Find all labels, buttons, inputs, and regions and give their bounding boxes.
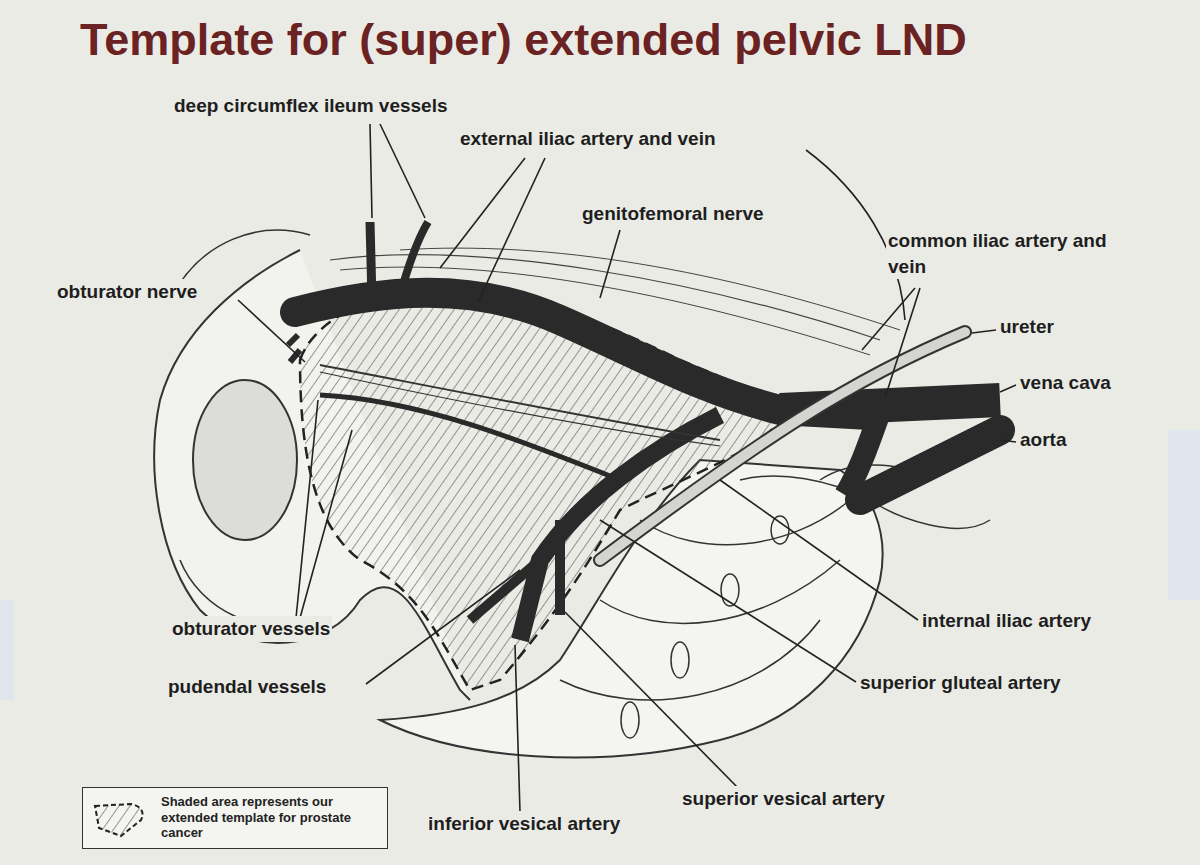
anatomy-label: obturator vessels — [170, 616, 332, 642]
anatomy-label: inferior vesical artery — [426, 811, 622, 837]
slide-title: Template for (super) extended pelvic LND — [80, 14, 967, 66]
anatomy-label: aorta — [1018, 427, 1068, 453]
legend-box: Shaded area represents our extended temp… — [82, 787, 388, 849]
anatomy-label: deep circumflex ileum vessels — [172, 93, 450, 119]
anatomy-label: superior gluteal artery — [858, 670, 1063, 696]
anatomy-label: common iliac artery and vein — [886, 228, 1110, 279]
anatomy-label: obturator nerve — [55, 279, 199, 305]
anatomy-label: vena cava — [1018, 370, 1113, 396]
anatomy-label: ureter — [998, 314, 1056, 340]
legend-swatch — [91, 798, 153, 840]
anatomy-label: internal iliac artery — [920, 608, 1093, 634]
legend-text: Shaded area represents our extended temp… — [161, 794, 381, 841]
anatomy-label: external iliac artery and vein — [458, 126, 718, 152]
anatomy-label: pudendal vessels — [166, 674, 328, 700]
anatomy-label: genitofemoral nerve — [580, 201, 766, 227]
anatomy-label: superior vesical artery — [680, 786, 887, 812]
